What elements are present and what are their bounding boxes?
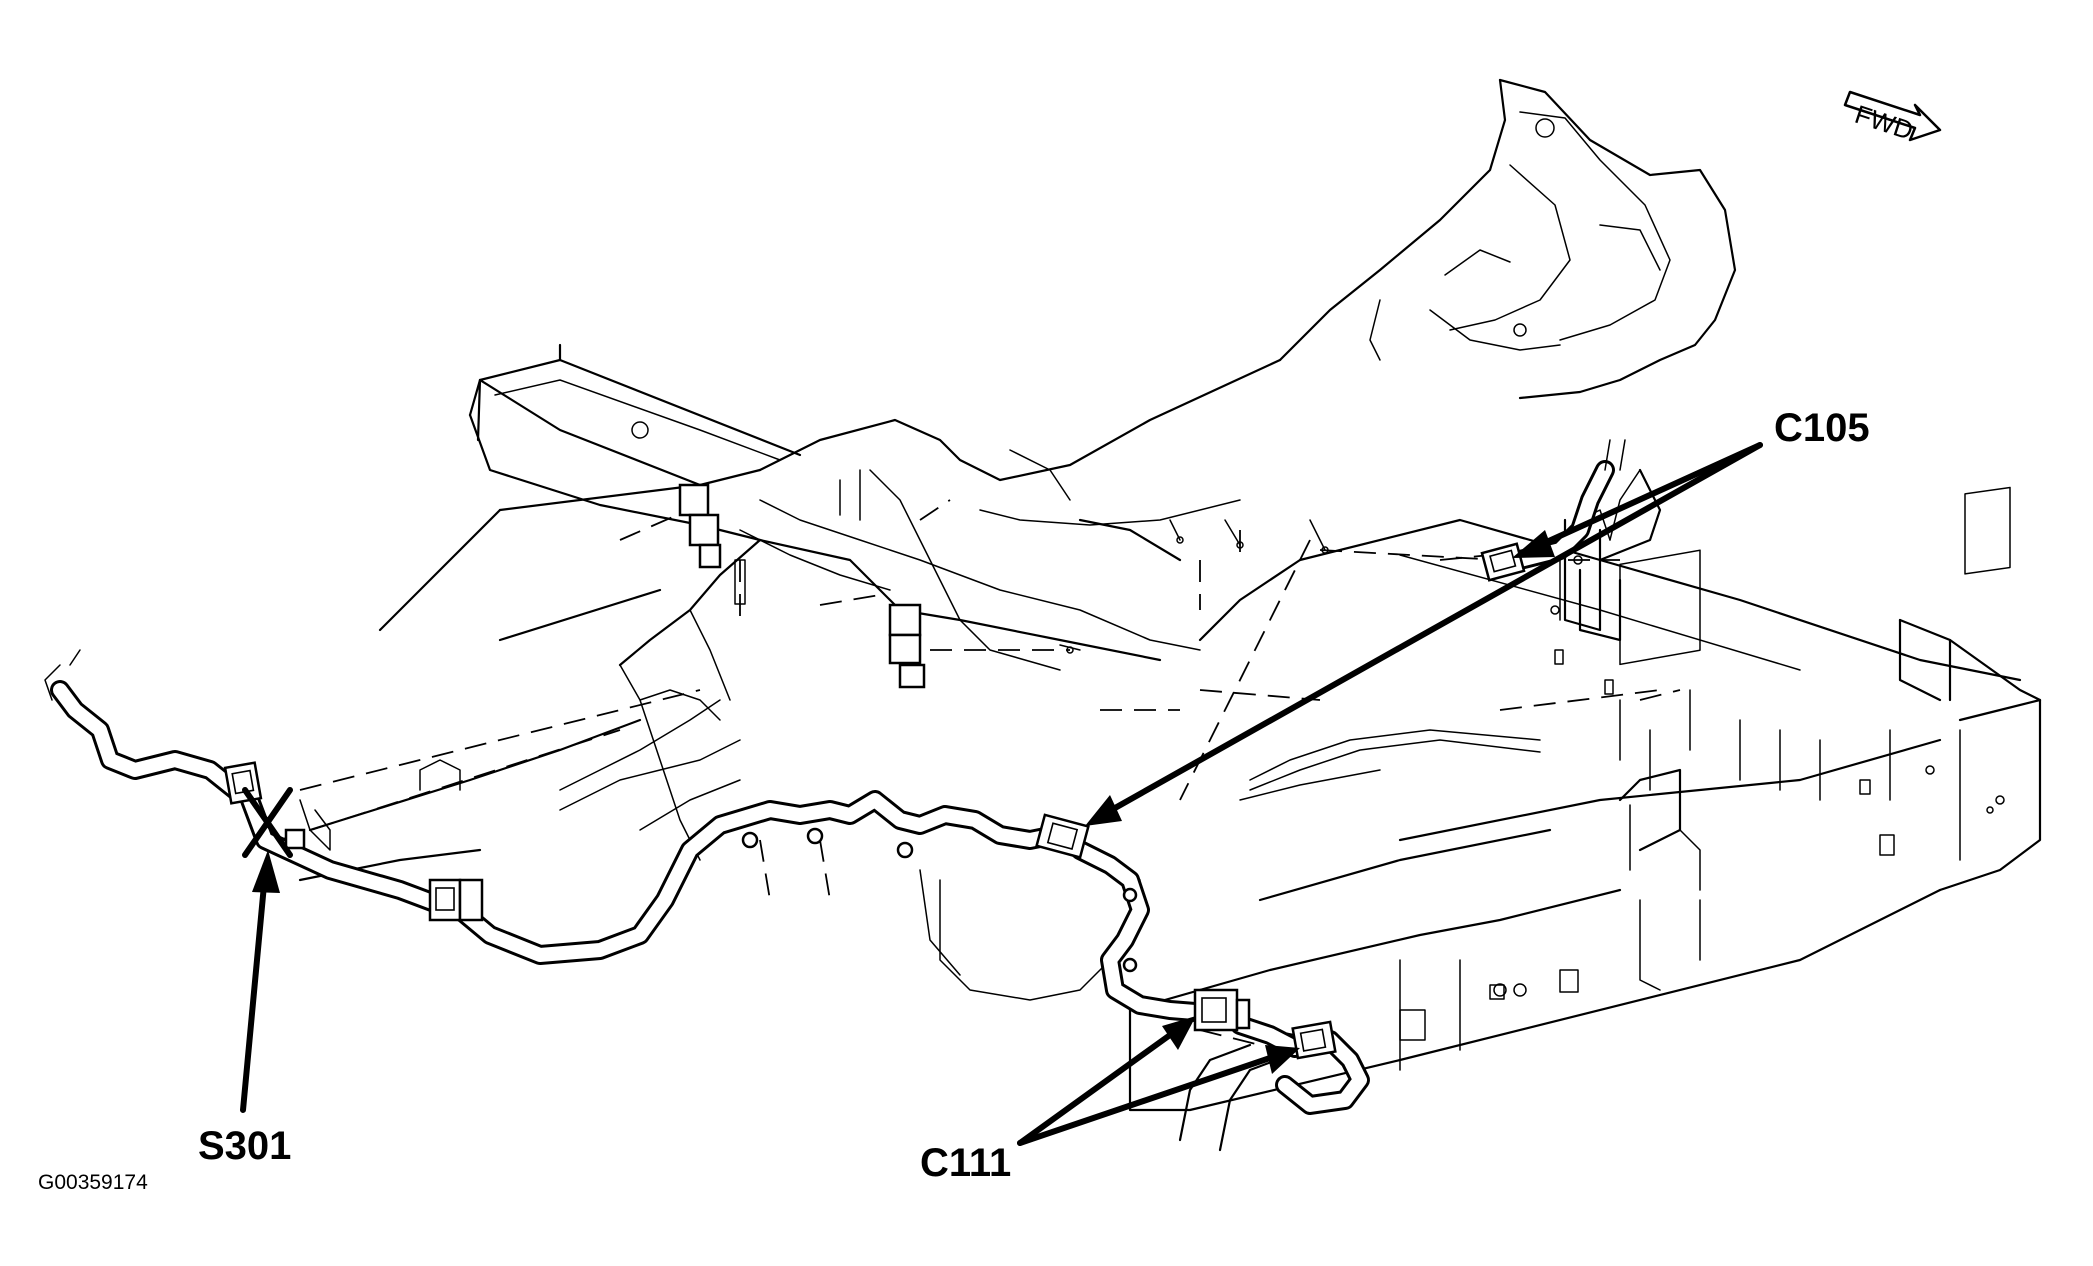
callout-arrows [240, 442, 1763, 1146]
connectors [223, 483, 1526, 1060]
s301-label: S301 [198, 1124, 292, 1168]
c111-label: C111 [920, 1141, 1012, 1185]
rail-clip-connectors-center [888, 603, 926, 689]
forward-direction-indicator: FWD [1843, 90, 1942, 146]
c105-mating-connector [1035, 813, 1090, 859]
fwd-label: FWD [1851, 99, 1917, 146]
harness-clips [741, 827, 1138, 973]
c111-right-connector [1291, 1020, 1337, 1060]
wiring-harness [44, 439, 1626, 1115]
c105-frame-connector [1480, 542, 1526, 582]
s301-splice-mark [242, 787, 293, 858]
vehicle-frame-outline [298, 78, 2042, 1152]
rail-clip-connectors-left [678, 483, 722, 569]
left-inline-connector [428, 878, 484, 922]
c105-label: C105 [1774, 406, 1870, 450]
c111-left-connector [1193, 988, 1251, 1032]
figure-id: G00359174 [38, 1171, 148, 1194]
s301-connector [223, 761, 306, 850]
